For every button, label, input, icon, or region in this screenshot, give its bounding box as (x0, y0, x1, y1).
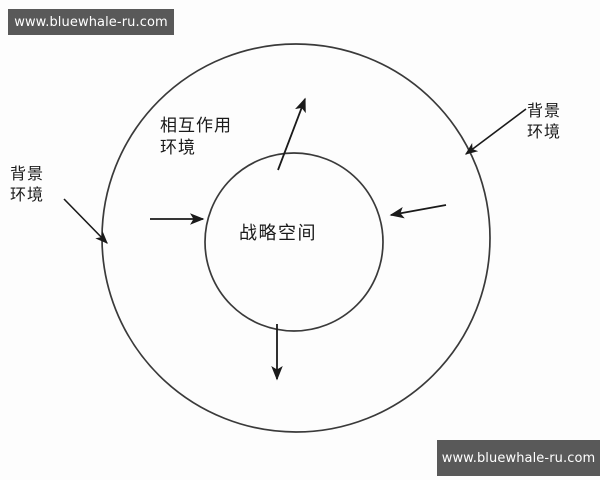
inner-circle (204, 152, 384, 332)
watermark-top: www.bluewhale-ru.com (8, 9, 174, 35)
strategic-space-label: 战略空间 (239, 223, 317, 244)
arrow-label-right-pointer (464, 108, 527, 155)
background-environment-label-left: 背景 环境 (10, 164, 45, 205)
interaction-environment-label: 相互作用 环境 (160, 116, 232, 159)
arrow-inner-up-outward (277, 97, 306, 171)
arrow-label-left-pointer (63, 198, 108, 244)
arrow-right-inward (389, 204, 447, 219)
watermark-bottom: www.bluewhale-ru.com (437, 440, 600, 476)
background-environment-label-right: 背景 环境 (527, 101, 562, 142)
